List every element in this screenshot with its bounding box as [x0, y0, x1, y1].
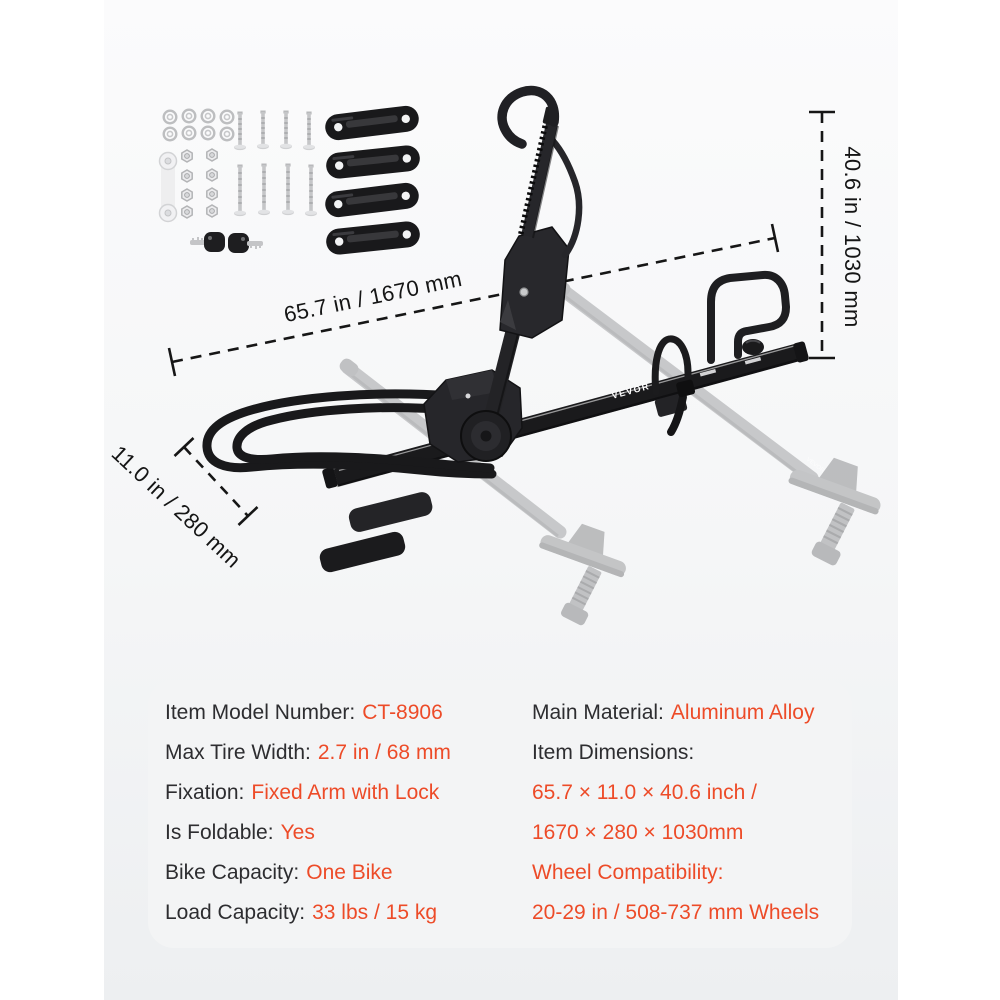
spec-row: Fixation: Fixed Arm with Lock	[165, 773, 517, 813]
spec-card: Item Model Number: CT-8906 Max Tire Width…	[148, 680, 852, 948]
spec-label: Item Model Number:	[165, 701, 356, 724]
spec-label: Load Capacity:	[165, 901, 306, 924]
spec-value: 2.7 in / 68 mm	[317, 741, 451, 764]
mounting-plates-icon	[323, 104, 422, 256]
bike-rack: VEVOR	[202, 85, 809, 573]
spec-row: Is Foldable: Yes	[165, 813, 517, 853]
spec-value: Yes	[280, 821, 315, 844]
short-bolts-icon	[233, 109, 316, 151]
spec-value: Fixed Arm with Lock	[251, 781, 440, 804]
spec-value: One Bike	[306, 861, 393, 884]
hardware-kit	[158, 104, 422, 256]
spec-value: Wheel Compatibility:	[532, 861, 724, 884]
rail-knob-highlight	[745, 339, 761, 344]
spec-label: Max Tire Width:	[165, 741, 311, 764]
dimension-line-width	[173, 437, 259, 526]
front-tire-chock	[319, 492, 433, 573]
spec-row: Max Tire Width: 2.7 in / 68 mm	[165, 733, 517, 773]
long-bolts-icon	[233, 162, 318, 217]
dimension-label-height: 40.6 in / 1030 mm	[840, 146, 865, 328]
spec-column-left: Item Model Number: CT-8906 Max Tire Width…	[165, 693, 517, 933]
folding-arm	[479, 226, 570, 436]
spec-value: CT-8906	[362, 701, 443, 724]
wheel-strap	[651, 335, 696, 436]
spec-row: 1670 × 280 × 1030mm	[532, 813, 842, 853]
dimension-line-height	[809, 110, 835, 360]
pivot-knob	[460, 410, 512, 462]
spec-value: 65.7 × 11.0 × 40.6 inch /	[532, 781, 757, 804]
spec-label: Fixation:	[165, 781, 245, 804]
spec-label: Is Foldable:	[165, 821, 274, 844]
spec-row: Wheel Compatibility:	[532, 853, 842, 893]
dimension-line-length	[167, 223, 780, 377]
spec-row: 20-29 in / 508-737 mm Wheels	[532, 893, 842, 933]
spec-label: Main Material:	[532, 701, 664, 724]
spec-row: Main Material: Aluminum Alloy	[532, 693, 842, 733]
frame-hook	[497, 85, 560, 149]
lock-keys-icon	[190, 232, 263, 253]
front-wheel-hoop	[202, 389, 497, 479]
rear-wheel-hoop	[707, 270, 791, 364]
spec-row: Item Model Number: CT-8906	[165, 693, 517, 733]
spec-value: 33 lbs / 15 kg	[312, 901, 438, 924]
spec-label: Bike Capacity:	[165, 861, 300, 884]
spec-value: 20-29 in / 508-737 mm Wheels	[532, 901, 820, 924]
spec-label: Item Dimensions:	[532, 741, 695, 764]
spec-value: Aluminum Alloy	[670, 701, 815, 724]
spec-row: Bike Capacity: One Bike	[165, 853, 517, 893]
spec-row: 65.7 × 11.0 × 40.6 inch /	[532, 773, 842, 813]
wrench-icon	[158, 151, 178, 223]
spec-row: Item Dimensions:	[532, 733, 842, 773]
spec-column-right: Main Material: Aluminum Alloy Item Dimens…	[532, 693, 842, 933]
spec-value: 1670 × 280 × 1030mm	[532, 821, 744, 844]
spec-row: Load Capacity: 33 lbs / 15 kg	[165, 893, 517, 933]
hex-nuts-icon	[181, 148, 218, 219]
crossbar-foot	[517, 511, 637, 635]
washers-icon	[162, 108, 235, 142]
